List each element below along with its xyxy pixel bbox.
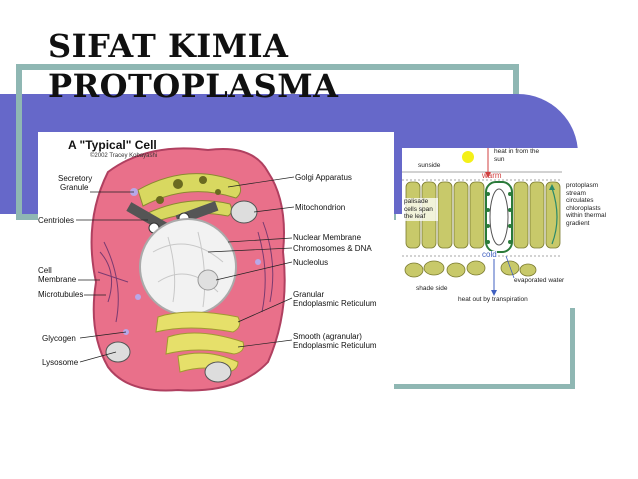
spongy-cells [404, 260, 537, 278]
title-line-1: SIFAT KIMIA [48, 27, 289, 65]
nucleus [139, 218, 237, 316]
label-warm: warm [482, 171, 502, 180]
frame-bottom-line-lower [380, 384, 575, 389]
leaf-protoplasm-figure: sunside heat in from the sun warm protop… [402, 148, 610, 308]
label-chromosomes: Chromosomes & DNA [293, 244, 372, 253]
slide-title: SIFAT KIMIA PROTOPLASMA [48, 26, 338, 106]
frame-top-line [16, 64, 516, 70]
cell-figure-title: A "Typical" Cell [68, 138, 157, 152]
frame-right-line-lower [570, 300, 575, 388]
label-golgi: Golgi Apparatus [295, 173, 352, 182]
label-nucleolus: Nucleolus [293, 258, 329, 267]
label-palisade: palisade cells span the leaf [404, 198, 438, 221]
label-granular-er-2: Endoplasmic Reticulum [293, 299, 377, 308]
mitochondria [105, 200, 258, 383]
label-granular-er-1: Granular [293, 290, 325, 299]
circulation-arrow [551, 187, 558, 245]
label-cell-membrane-1: Cell [38, 266, 52, 275]
label-secretory-2: Granule [60, 183, 89, 192]
sun-icon [462, 151, 474, 163]
label-smooth-er-1: Smooth (agranular) [293, 332, 362, 341]
label-secretory-1: Secretory [58, 174, 93, 183]
highlighted-cell [485, 181, 513, 253]
frame-left-line [16, 64, 22, 220]
label-shade: shade side [416, 285, 448, 292]
label-smooth-er-2: Endoplasmic Reticulum [293, 341, 377, 350]
label-centrioles: Centrioles [38, 216, 75, 225]
label-lysosome: Lysosome [42, 358, 79, 367]
label-nuclear-membrane: Nuclear Membrane [293, 233, 362, 242]
cell-illustration [76, 147, 295, 392]
label-glycogen: Glycogen [42, 334, 76, 343]
label-cold: cold [482, 250, 497, 259]
typical-cell-figure: A "Typical" Cell ©2002 Tracey Kobayashi … [38, 132, 394, 404]
frame-right-line-top [513, 64, 519, 94]
label-microtubules: Microtubules [38, 290, 84, 299]
chloroplasts [486, 192, 512, 244]
label-protoplasm: protoplasm stream circulates chloroplast… [566, 182, 607, 227]
title-line-2: PROTOPLASMA [48, 67, 339, 105]
label-heat-in: heat in from the sun [494, 148, 540, 163]
label-leader-lines [76, 176, 295, 363]
label-cell-membrane-2: Membrane [38, 275, 77, 284]
nucleolus-shape [197, 269, 219, 291]
label-mitochondrion: Mitochondrion [295, 203, 346, 212]
label-sunside: sunside [418, 162, 441, 169]
label-heat-out: heat out by transpiration [458, 296, 528, 303]
cell-figure-copyright: ©2002 Tracey Kobayashi [90, 153, 158, 159]
label-evaporated: evaporated water [514, 277, 565, 284]
leaf-illustration [402, 148, 562, 296]
